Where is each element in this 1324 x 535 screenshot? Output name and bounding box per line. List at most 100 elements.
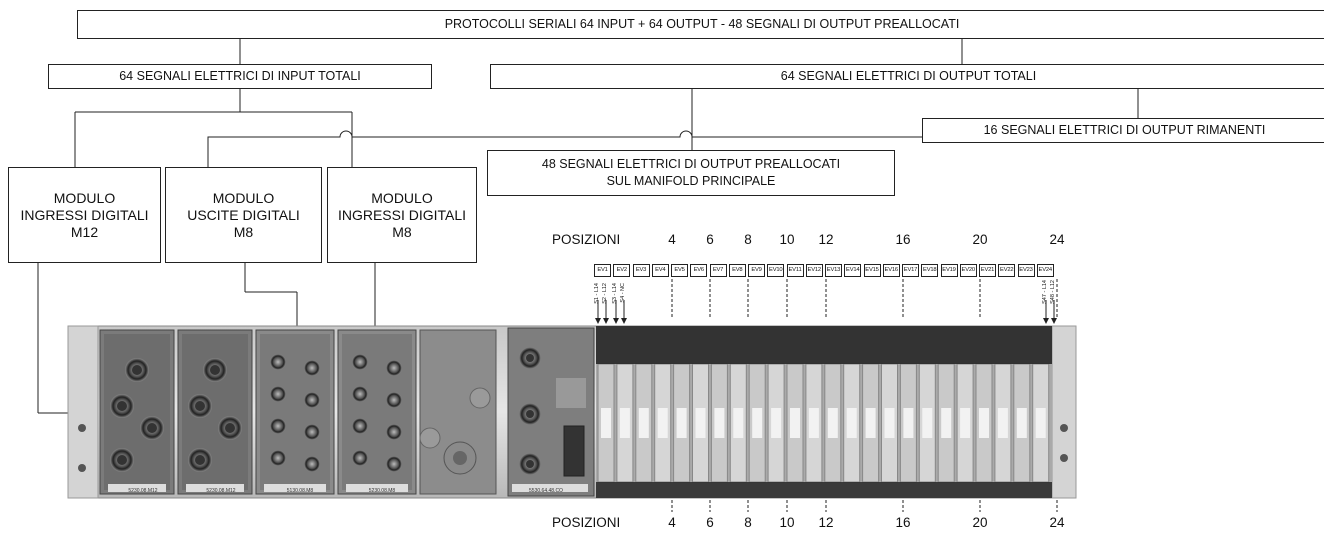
valve-slice-face (847, 408, 857, 438)
valve-slice-face (941, 408, 951, 438)
output-total-label: 64 SEGNALI ELETTRICI DI OUTPUT TOTALI (781, 68, 1036, 85)
position-number: 4 (660, 232, 684, 247)
valve-slice-face (696, 408, 706, 438)
valve-box: EV20 (960, 264, 977, 277)
valve-slice-face (677, 408, 687, 438)
valve-slice-face (1017, 408, 1027, 438)
module-line: INGRESSI DIGITALI (338, 207, 466, 224)
valve-box: EV12 (806, 264, 823, 277)
signal-label: S3 - L14 (612, 283, 618, 304)
module-digital-outputs-m8: MODULO USCITE DIGITALI M8 (165, 167, 322, 263)
position-number: 24 (1045, 232, 1069, 247)
module-line: MODULO (213, 190, 274, 207)
valve-box: EV1 (594, 264, 611, 277)
valve-box: EV2 (613, 264, 630, 277)
protocol-label: PROTOCOLLI SERIALI 64 INPUT + 64 OUTPUT … (445, 16, 960, 33)
valve-box: EV8 (729, 264, 746, 277)
valve-slice-face (771, 408, 781, 438)
valve-box: EV24 (1037, 264, 1054, 277)
position-number: 4 (660, 515, 684, 530)
valve-slice-face (1036, 408, 1046, 438)
valve-box: EV4 (652, 264, 669, 277)
module-line: M8 (234, 224, 253, 241)
valve-slice-face (639, 408, 649, 438)
positions-label-top: POSIZIONI (552, 232, 620, 247)
valve-box: EV16 (883, 264, 900, 277)
protocol-box: PROTOCOLLI SERIALI 64 INPUT + 64 OUTPUT … (77, 10, 1324, 39)
valve-box: EV17 (902, 264, 919, 277)
valve-box: EV6 (690, 264, 707, 277)
valve-slice-face (733, 408, 743, 438)
valve-box: EV9 (748, 264, 765, 277)
valve-slice-face (809, 408, 819, 438)
module-line: MODULO (371, 190, 432, 207)
output-total-box: 64 SEGNALI ELETTRICI DI OUTPUT TOTALI (490, 64, 1324, 89)
position-number: 8 (736, 232, 760, 247)
module-digital-inputs-m8: MODULO INGRESSI DIGITALI M8 (327, 167, 477, 263)
valve-box: EV23 (1018, 264, 1035, 277)
plate-label: 5230.08.M8 (350, 488, 414, 494)
valve-slice-face (828, 408, 838, 438)
valve-slice-face (903, 408, 913, 438)
valve-slice-face (620, 408, 630, 438)
valve-box: EV7 (710, 264, 727, 277)
module-line: INGRESSI DIGITALI (20, 207, 148, 224)
position-number: 20 (968, 515, 992, 530)
valve-slice-face (998, 408, 1008, 438)
valve-box: EV21 (979, 264, 996, 277)
valve-slice-face (885, 408, 895, 438)
valve-slice-face (866, 408, 876, 438)
position-number: 20 (968, 232, 992, 247)
valve-slice-face (601, 408, 611, 438)
valve-slice-face (658, 408, 668, 438)
valve-box: EV5 (671, 264, 688, 277)
position-number: 6 (698, 232, 722, 247)
valve-slice-face (960, 408, 970, 438)
position-number: 24 (1045, 515, 1069, 530)
preallocated-line1: 48 SEGNALI ELETTRICI DI OUTPUT PREALLOCA… (542, 156, 840, 173)
position-number: 12 (814, 515, 838, 530)
signal-label: S1 - L14 (594, 283, 600, 304)
input-total-box: 64 SEGNALI ELETTRICI DI INPUT TOTALI (48, 64, 432, 89)
position-number: 6 (698, 515, 722, 530)
valve-box: EV22 (998, 264, 1015, 277)
position-number: 10 (775, 232, 799, 247)
valve-box: EV11 (787, 264, 804, 277)
valve-island-device-image (60, 318, 1080, 508)
position-number: 16 (891, 232, 915, 247)
module-line: MODULO (54, 190, 115, 207)
position-number: 10 (775, 515, 799, 530)
preallocated-line2: SUL MANIFOLD PRINCIPALE (607, 173, 776, 190)
signal-label: S4 - NC (620, 283, 626, 303)
plate-label: 5530.64.48.CO (514, 488, 578, 494)
plate-label: 5230.08.M12 (189, 488, 253, 494)
valve-box: EV3 (633, 264, 650, 277)
output-remaining-label: 16 SEGNALI ELETTRICI DI OUTPUT RIMANENTI (984, 122, 1266, 139)
valve-box: EV15 (864, 264, 881, 277)
valve-slice-face (922, 408, 932, 438)
valve-slice-face (979, 408, 989, 438)
input-total-label: 64 SEGNALI ELETTRICI DI INPUT TOTALI (119, 68, 361, 85)
preallocated-box: 48 SEGNALI ELETTRICI DI OUTPUT PREALLOCA… (487, 150, 895, 196)
valve-box: EV19 (941, 264, 958, 277)
valve-box: EV10 (767, 264, 784, 277)
valve-box: EV13 (825, 264, 842, 277)
valve-slice-face (714, 408, 724, 438)
plate-label: 5230.08.M12 (111, 488, 175, 494)
valve-slice-face (752, 408, 762, 438)
valve-box: EV14 (844, 264, 861, 277)
signal-label: S2 - L12 (602, 283, 608, 304)
module-line: M12 (71, 224, 98, 241)
position-number: 12 (814, 232, 838, 247)
module-line: USCITE DIGITALI (187, 207, 300, 224)
position-number: 16 (891, 515, 915, 530)
module-line: M8 (392, 224, 411, 241)
positions-label-bottom: POSIZIONI (552, 515, 620, 530)
signal-label: S48 - L12 (1050, 280, 1056, 304)
signal-label: S47 - L14 (1042, 280, 1048, 304)
valve-slice-face (790, 408, 800, 438)
module-digital-inputs-m12: MODULO INGRESSI DIGITALI M12 (8, 167, 161, 263)
output-remaining-box: 16 SEGNALI ELETTRICI DI OUTPUT RIMANENTI (922, 118, 1324, 143)
position-number: 8 (736, 515, 760, 530)
valve-box: EV18 (921, 264, 938, 277)
